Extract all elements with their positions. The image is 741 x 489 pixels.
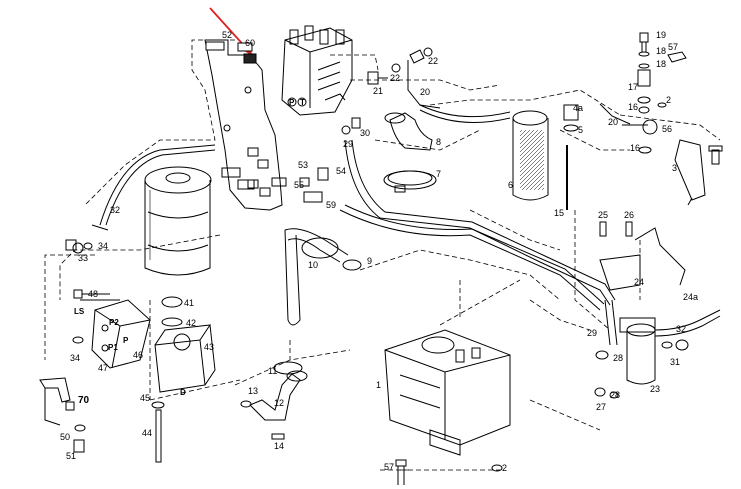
callout-24a: 24a [683, 292, 699, 302]
bracket-70 [39, 377, 86, 453]
callout-19: 19 [656, 30, 667, 40]
callout-55: 55 [294, 180, 305, 190]
callout-20: 20 [608, 117, 619, 127]
port-d-label: D [180, 388, 186, 397]
fitting-21-22 [367, 47, 441, 109]
callout-3: 3 [672, 163, 678, 173]
callout-27: 27 [596, 402, 607, 412]
port-p1-label: P1 [108, 343, 118, 352]
shaft-44 [151, 401, 165, 463]
callout-29: 29 [343, 139, 354, 149]
callout-60: 60 [245, 38, 256, 48]
callout-32: 32 [676, 324, 687, 334]
gear-pump [154, 296, 216, 393]
return-filter [512, 104, 579, 210]
callout-4a: 4a [573, 103, 584, 113]
callout-16: 16 [630, 143, 641, 153]
callout-32: 32 [110, 205, 121, 215]
filter-23 [594, 221, 721, 399]
callout-44: 44 [142, 428, 153, 438]
callout-43: 43 [204, 342, 215, 352]
callout-11: 11 [268, 366, 278, 376]
fluid-reservoir [144, 166, 212, 276]
callout-21: 21 [373, 86, 384, 96]
fasteners-mid [299, 167, 329, 203]
port-t-label: T [300, 98, 305, 107]
callout-26: 26 [624, 210, 635, 220]
callout-1: 1 [376, 380, 382, 390]
callout-31: 31 [670, 357, 681, 367]
port-p-label: P [123, 336, 129, 345]
callout-47: 47 [98, 363, 109, 373]
callout-53: 53 [298, 160, 309, 170]
callout-16: 16 [628, 102, 639, 112]
dashed-leaders [44, 39, 721, 471]
callout-50: 50 [60, 432, 71, 442]
callout-10: 10 [308, 260, 319, 270]
callout-25: 25 [598, 210, 609, 220]
callout-6: 6 [508, 180, 514, 190]
callout-24: 24 [634, 277, 645, 287]
elbow-hose [383, 112, 437, 193]
fitting-29-30 [341, 117, 361, 135]
callout-22: 22 [390, 73, 401, 83]
port-p2-label: P2 [109, 318, 119, 327]
callout-23: 23 [650, 384, 661, 394]
callout-2: 2 [666, 95, 672, 105]
bolt-48 [72, 289, 110, 344]
callout-51: 51 [66, 451, 77, 461]
hose-20 [419, 104, 511, 123]
port-ls-label: LS [74, 307, 85, 316]
callout-28: 28 [613, 353, 624, 363]
callout-46: 46 [133, 350, 144, 360]
callout-14: 14 [274, 441, 285, 451]
callout-33: 33 [78, 253, 89, 263]
bolt-57-bottom [395, 459, 503, 485]
callout-20: 20 [420, 87, 431, 97]
callout-15: 15 [554, 208, 565, 218]
callout-56: 56 [662, 124, 673, 134]
callout-42: 42 [186, 318, 197, 328]
callout-22: 22 [428, 56, 439, 66]
suction-hose [284, 228, 362, 326]
callout-18: 18 [656, 59, 667, 69]
callout-45: 45 [140, 393, 151, 403]
callout-34: 34 [70, 353, 81, 363]
callout-5: 5 [578, 125, 584, 135]
port-p-top-label: P [289, 98, 295, 107]
callout-9: 9 [367, 256, 373, 266]
callout-12: 12 [274, 398, 285, 408]
callout-57: 57 [668, 42, 679, 52]
hoses-middle [339, 139, 616, 311]
main-tank [384, 329, 511, 456]
callout-29: 29 [587, 328, 598, 338]
callout-48: 48 [88, 289, 99, 299]
callout-18: 18 [656, 46, 667, 56]
fitting-left [65, 239, 93, 254]
hoses-left [91, 144, 216, 231]
callout-70: 70 [78, 395, 90, 406]
callout-34: 34 [98, 241, 109, 251]
elbow-12 [240, 361, 308, 440]
callout-57: 57 [384, 462, 395, 472]
callout-8: 8 [436, 137, 442, 147]
fitting-stack-right [599, 32, 687, 154]
callout-7: 7 [436, 169, 442, 179]
callout-54: 54 [336, 166, 347, 176]
callout-52: 52 [222, 30, 233, 40]
bracket-plate [204, 39, 287, 211]
callout-41: 41 [184, 298, 195, 308]
callout-59: 59 [326, 200, 337, 210]
bracket-3 [674, 139, 723, 206]
pump-valve-block [80, 299, 151, 369]
callout-13: 13 [248, 386, 259, 396]
callout-30: 30 [360, 128, 371, 138]
valve-block [281, 25, 353, 116]
callout-28: 28 [610, 390, 621, 400]
callout-2: 2 [502, 463, 508, 473]
callout-17: 17 [628, 82, 639, 92]
